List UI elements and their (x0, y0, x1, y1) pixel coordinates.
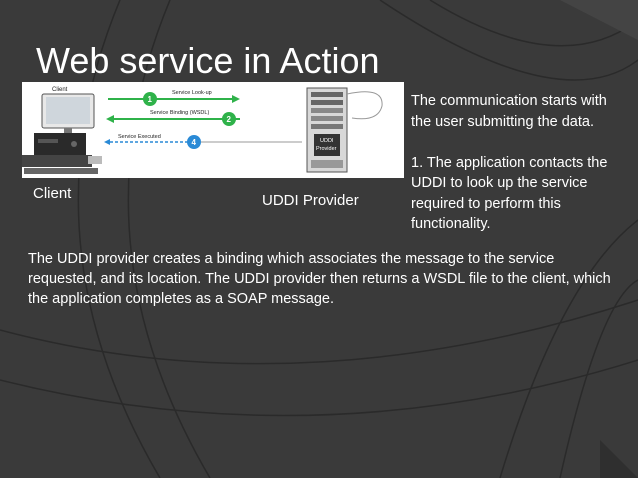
service-binding-arrow: 2 Service Binding (WSDL) (106, 110, 240, 126)
client-label: Client (33, 185, 72, 202)
uddi-provider-label: UDDI Provider (262, 192, 359, 209)
step-2-number: 2 (227, 115, 232, 124)
step-2-label: Service Binding (WSDL) (150, 110, 209, 116)
body-paragraph: The UDDI provider creates a binding whic… (28, 251, 611, 307)
uddi-server-icon: UDDI Provider (306, 87, 348, 173)
server-label-2: Provider (316, 146, 337, 152)
side-description: The communication starts with the user s… (411, 91, 616, 235)
step-4-number: 4 (192, 138, 197, 147)
connector-line (346, 91, 383, 120)
side-paragraph-1: The communication starts with the user s… (411, 93, 607, 130)
step-1-label: Service Look-up (172, 90, 212, 96)
client-computer-icon: Client (22, 87, 102, 174)
slide-title: Web service in Action (36, 40, 380, 81)
side-paragraph-2: 1. The application contacts the UDDI to … (411, 154, 608, 233)
diagram-client-label: Client (52, 87, 68, 93)
service-executed-arrow: 4 Service Executed (104, 134, 302, 149)
step-1-number: 1 (148, 95, 153, 104)
step-4-label: Service Executed (118, 134, 161, 140)
web-service-diagram: Client 1 Service Look-up 2 Service Bind (22, 82, 404, 178)
diagram-svg: Client 1 Service Look-up 2 Service Bind (22, 87, 383, 174)
service-lookup-arrow: 1 Service Look-up (108, 90, 240, 106)
server-label-1: UDDI (320, 138, 334, 144)
